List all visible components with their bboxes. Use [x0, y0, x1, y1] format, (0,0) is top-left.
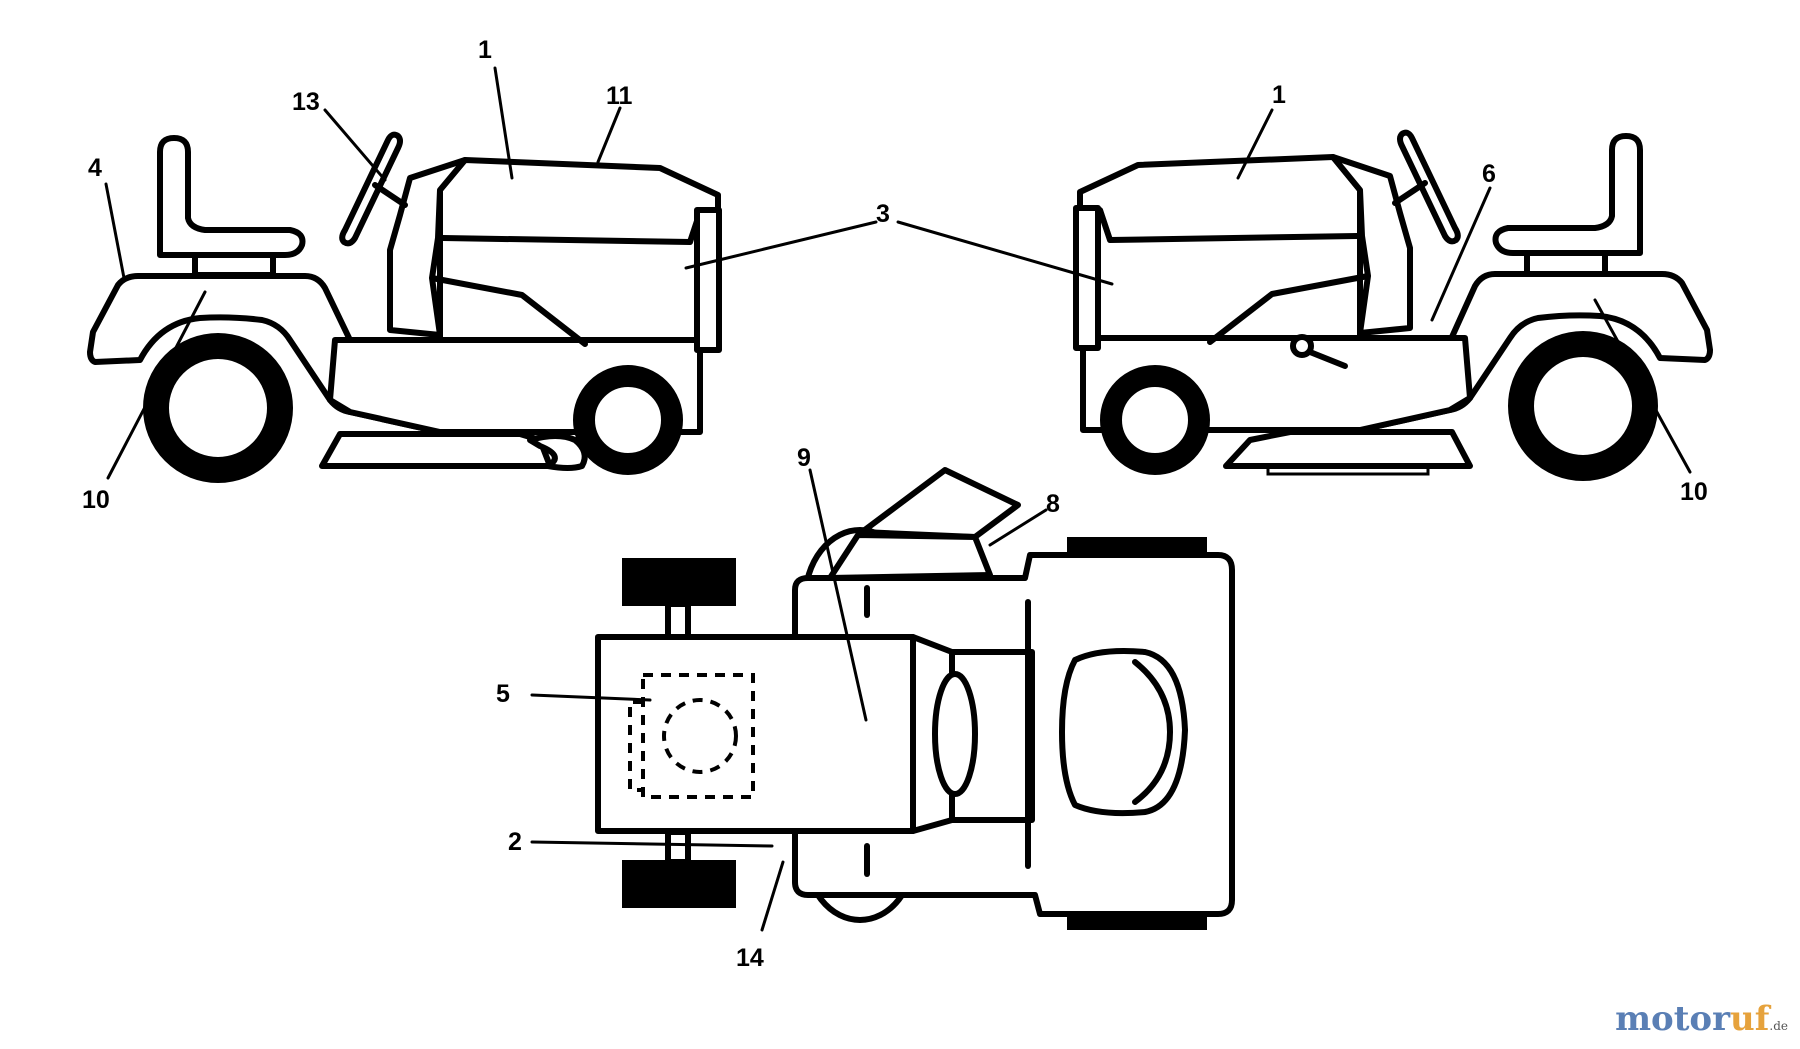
callout-1-left: 1 — [478, 36, 492, 64]
left-hood — [437, 157, 721, 348]
right-steering-wheel — [1397, 129, 1461, 245]
callout-4: 4 — [88, 154, 102, 182]
top-discharge-chute — [859, 467, 1021, 540]
leader-10-left — [106, 290, 207, 480]
leader-lines — [104, 66, 1692, 932]
callout-9: 9 — [797, 444, 811, 472]
left-mower-deck — [319, 431, 553, 469]
leader-1-right — [1236, 108, 1274, 180]
callout-5: 5 — [496, 680, 510, 708]
callout-3: 3 — [876, 200, 890, 228]
left-dash — [387, 157, 468, 338]
top-steering-wheel — [932, 671, 978, 797]
right-seat — [1492, 133, 1643, 256]
top-decal-corner — [628, 700, 643, 792]
callout-1-right: 1 — [1272, 81, 1286, 109]
leader-3-left — [684, 220, 878, 270]
top-decal-circle — [662, 698, 738, 774]
left-steering-column — [372, 182, 408, 208]
top-front-axle-lower — [665, 829, 691, 865]
left-seat-post — [192, 252, 276, 278]
callout-6: 6 — [1482, 160, 1496, 188]
right-dash — [1330, 154, 1413, 336]
tractor-top-view — [595, 467, 1235, 930]
callout-11: 11 — [606, 82, 633, 110]
top-deck-chute-cover — [827, 532, 993, 581]
right-mower-deck — [1223, 429, 1473, 469]
leader-11 — [596, 106, 622, 164]
top-decal-outline — [641, 673, 755, 799]
left-front-tire — [573, 365, 683, 475]
left-grille — [694, 207, 722, 353]
leader-8 — [988, 508, 1048, 547]
left-hood-lower-line — [429, 275, 588, 347]
left-discharge-chute — [527, 433, 588, 471]
watermark-suffix: .de — [1769, 1019, 1788, 1033]
watermark-part-b: uf — [1730, 999, 1770, 1039]
leader-6 — [1430, 186, 1492, 322]
watermark-part-a: motor — [1615, 999, 1731, 1039]
callout-13: 13 — [292, 88, 320, 116]
right-hood — [1077, 154, 1363, 348]
leader-5 — [530, 693, 652, 702]
leader-4 — [104, 182, 126, 280]
right-lift-lever-knob — [1290, 334, 1314, 358]
right-front-tire — [1100, 365, 1210, 475]
leader-10-right — [1593, 298, 1692, 474]
top-seat-back — [1132, 659, 1173, 805]
leader-1-left — [493, 66, 514, 180]
right-lift-lever — [1307, 349, 1348, 369]
leader-14 — [760, 860, 785, 932]
left-seat — [157, 135, 306, 258]
callout-labels: 1 11 13 4 10 3 1 6 10 9 8 5 2 14 — [82, 36, 1708, 972]
leader-3-right — [896, 220, 1114, 286]
left-steering-wheel — [339, 131, 403, 247]
leader-2 — [530, 840, 774, 848]
top-front-left-tire — [622, 558, 736, 606]
left-rear-tire — [143, 333, 293, 483]
top-hood — [595, 634, 916, 834]
top-front-axle-upper — [665, 601, 691, 641]
top-seat — [1059, 648, 1188, 817]
callout-10-left: 10 — [82, 486, 110, 514]
right-hood-line — [1097, 207, 1360, 243]
right-steering-column — [1392, 180, 1428, 206]
tractor-right-side-view — [1073, 129, 1713, 481]
top-front-right-tire — [622, 860, 736, 908]
leader-9 — [808, 468, 868, 722]
right-rear-tire — [1508, 331, 1658, 481]
callout-2: 2 — [508, 828, 522, 856]
callout-10-right: 10 — [1680, 478, 1708, 506]
leader-13 — [323, 108, 387, 182]
right-hood-lower-line — [1207, 273, 1371, 345]
right-deck-skirt — [1266, 464, 1430, 476]
callout-8: 8 — [1046, 490, 1060, 518]
callout-14: 14 — [736, 944, 764, 972]
watermark-logo: motoruf.de — [1615, 999, 1788, 1039]
tractor-left-side-view — [87, 131, 722, 483]
